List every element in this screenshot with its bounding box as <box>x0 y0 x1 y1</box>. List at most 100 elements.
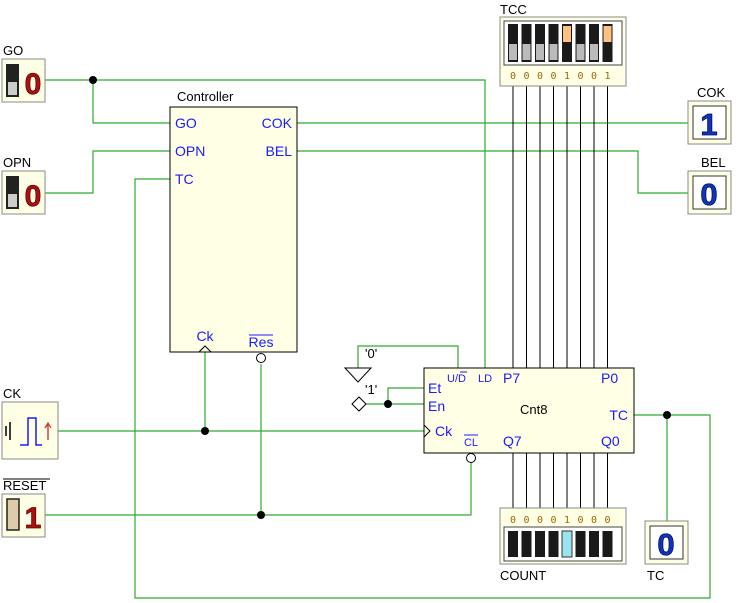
opn-value: 0 <box>25 180 42 213</box>
opn-switch[interactable]: OPN 0 <box>1 155 46 215</box>
go-switch[interactable]: GO 0 <box>1 43 46 103</box>
reset-switch[interactable]: RESET 1 <box>1 478 50 538</box>
wire-reset <box>45 460 472 516</box>
tcc-digit-1: 0 <box>523 71 529 82</box>
tcc-digit-3: 0 <box>550 71 556 82</box>
counter-pin-q0: Q0 <box>601 433 620 449</box>
dip-switch-7[interactable] <box>602 24 613 62</box>
wire-tc-feedback <box>134 178 711 599</box>
counter-pin-q7: Q7 <box>503 433 522 449</box>
counter-pin-ld: LD <box>478 373 492 385</box>
cok-display: COK 1 <box>687 85 732 145</box>
dip-lever-5 <box>576 44 585 60</box>
tc-value: 0 <box>657 527 674 562</box>
dip-switch-2[interactable] <box>535 24 545 62</box>
counter-body[interactable] <box>423 367 635 454</box>
wire-bel <box>297 150 688 194</box>
go-toggle-lever <box>8 82 17 95</box>
controller-body[interactable] <box>169 106 298 353</box>
dip-lever-7 <box>603 26 612 42</box>
vcc-diamond <box>351 396 367 412</box>
tcc-digit-6: 0 <box>591 71 597 82</box>
tc-inner <box>649 525 684 560</box>
opn-label: OPN <box>3 155 31 170</box>
junctions <box>89 76 671 519</box>
cok-value: 1 <box>700 107 717 142</box>
count-digit-3: 0 <box>550 515 556 526</box>
reset-value: 1 <box>25 502 42 535</box>
tcc-switches[interactable] <box>508 24 613 62</box>
counter-pin-ud: U/D <box>447 373 466 385</box>
tcc-digit-7: 1 <box>604 71 610 82</box>
constant-one: '1' <box>351 382 377 412</box>
wire-opn <box>45 150 170 194</box>
tc-label: TC <box>647 568 664 583</box>
dip-switch-0[interactable] <box>508 24 518 62</box>
wires <box>45 79 711 599</box>
ck-label: CK <box>3 386 21 401</box>
controller-res-bubble <box>256 353 266 363</box>
count-digit-6: 0 <box>591 515 597 526</box>
bel-inner <box>692 175 727 210</box>
reset-toggle-body <box>6 498 20 531</box>
tcc-digit-0: 0 <box>510 71 516 82</box>
ck-clock-source[interactable]: CK <box>1 386 59 460</box>
controller-pin-ck: Ck <box>196 328 214 344</box>
controller-pin-opn: OPN <box>175 143 205 159</box>
counter-pin-p0: P0 <box>601 370 618 386</box>
dip-switch-5[interactable] <box>575 24 586 62</box>
reset-label: RESET <box>3 478 46 493</box>
tcc-digit-2: 0 <box>537 71 543 82</box>
counter-pin-p7: P7 <box>503 370 520 386</box>
dip-lever-4 <box>563 26 571 42</box>
dip-switch-6[interactable] <box>589 24 599 62</box>
junction-dot <box>384 400 392 408</box>
count-segment-4 <box>561 530 573 558</box>
wire-const-zero <box>357 345 459 368</box>
bel-display: BEL 0 <box>687 155 732 215</box>
dip-switch-4[interactable] <box>562 24 572 62</box>
dip-switch-1[interactable] <box>521 24 532 62</box>
wire-go <box>45 79 486 372</box>
junction-dot <box>89 76 97 84</box>
count-segment-2 <box>535 531 545 557</box>
count-digit-2: 0 <box>537 515 543 526</box>
cok-inner <box>692 105 727 140</box>
constant-zero-label: '0' <box>365 346 377 361</box>
dip-lever-6 <box>590 44 598 60</box>
counter-clock-triangle <box>423 424 431 438</box>
bel-value: 0 <box>700 177 717 212</box>
opn-toggle-lever <box>8 194 17 207</box>
ground-triangle <box>343 367 373 383</box>
count-segment-7 <box>602 531 613 557</box>
controller-clock-triangle <box>198 345 212 353</box>
counter-pin-en: En <box>428 398 445 414</box>
wire-go-controller <box>92 80 170 124</box>
controller-block[interactable]: Controller GO OPN TC COK BEL Ck Res <box>169 89 298 363</box>
wire-const-one-et <box>387 387 424 404</box>
count-segments <box>508 530 613 558</box>
count-segment-5 <box>575 531 586 557</box>
controller-pin-bel: BEL <box>266 143 293 159</box>
count-digit-5: 0 <box>577 515 583 526</box>
constant-zero: '0' <box>343 346 377 383</box>
tc-display: 0 TC <box>644 520 689 583</box>
dip-lever-0 <box>509 44 517 60</box>
junction-dot <box>257 511 265 519</box>
counter-block[interactable]: U/D LD P7 P0 Et En Cnt8 TC Ck CL Q7 Q0 <box>423 367 635 463</box>
dip-switch-3[interactable] <box>548 24 559 62</box>
controller-pin-res: Res <box>249 334 274 350</box>
tcc-digit-5: 0 <box>577 71 583 82</box>
controller-title: Controller <box>177 89 234 104</box>
counter-pin-tc: TC <box>609 407 628 423</box>
go-label: GO <box>3 43 23 58</box>
controller-pin-tc: TC <box>175 171 194 187</box>
counter-cl-bubble <box>466 453 476 463</box>
count-digit-4: 1 <box>564 515 570 526</box>
count-bus <box>512 453 608 508</box>
ck-frame[interactable] <box>1 401 59 460</box>
